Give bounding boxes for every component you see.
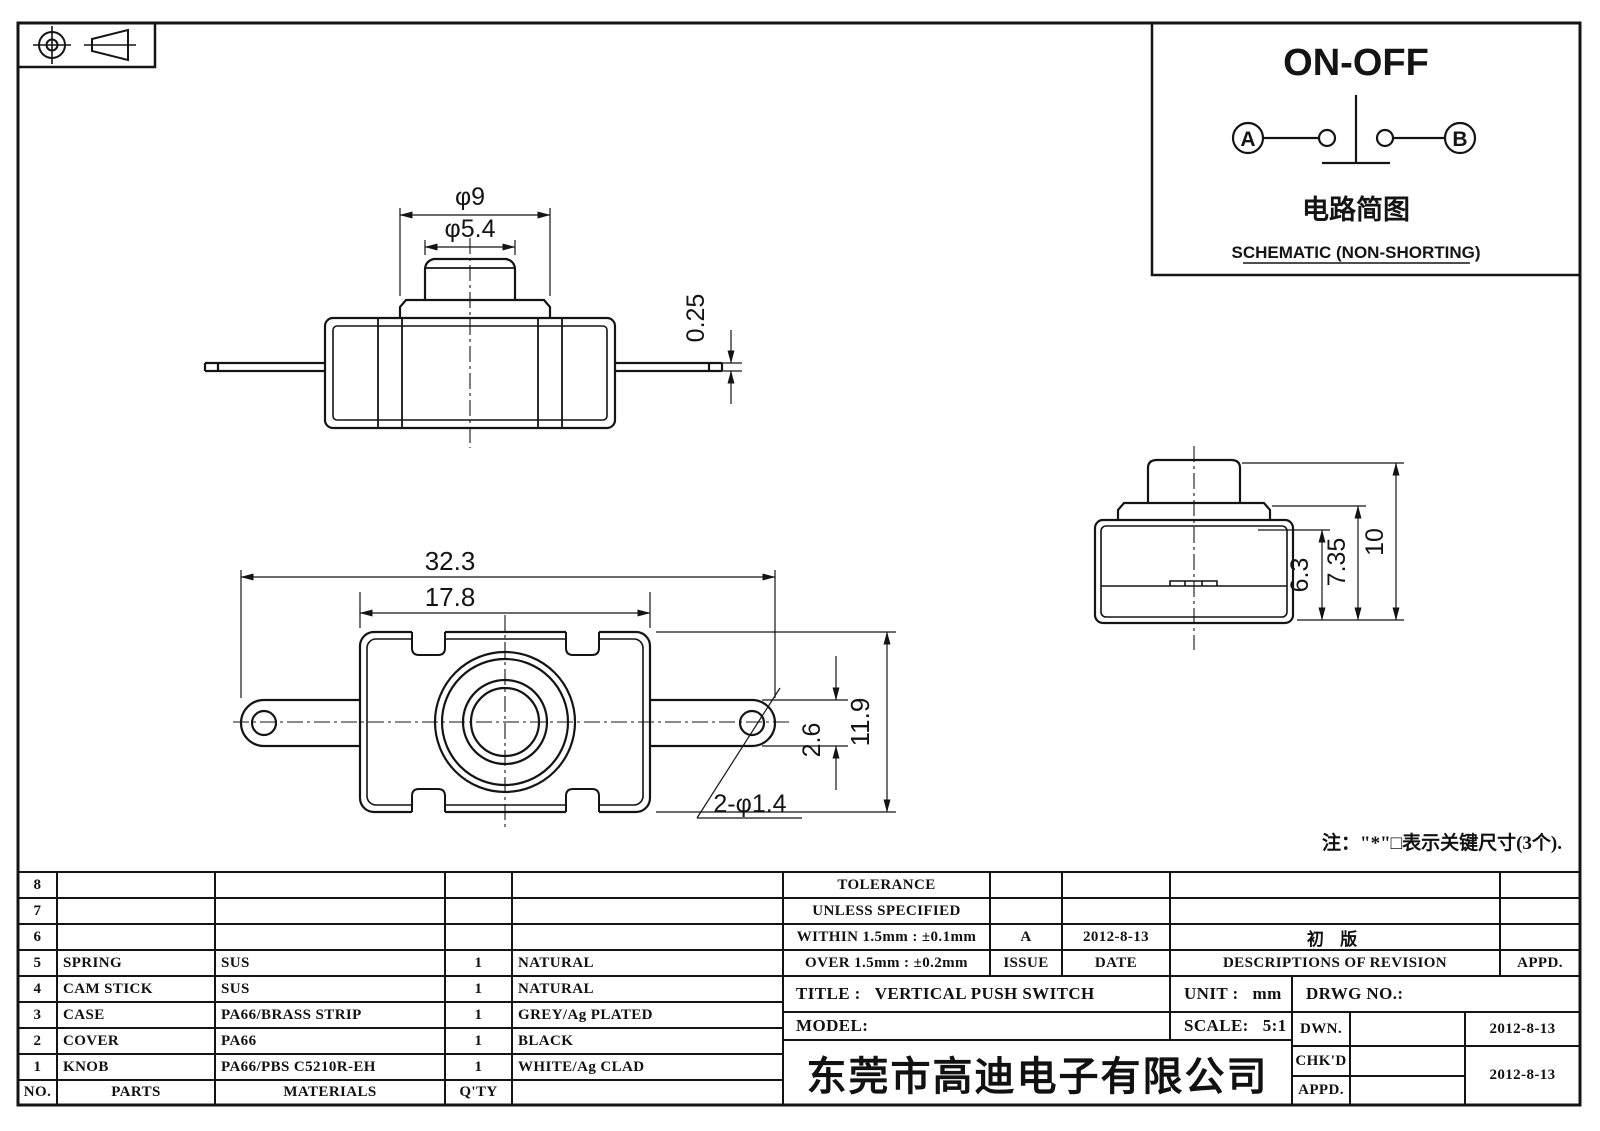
- schematic-panel: ON-OFF A B 电路简图 SCHEMATIC (NON-SHORTING): [1150, 21, 1582, 277]
- key-dimension-note: 注："*"□表示关键尺寸(3个).: [1322, 833, 1562, 854]
- scale-value: 5:1: [1262, 1016, 1287, 1035]
- part-material: SUS: [221, 980, 250, 997]
- front-terminal-left: [203, 361, 325, 373]
- title-block-grid: [18, 871, 1580, 1105]
- side-view: 6.3 7.35 10: [1093, 446, 1404, 650]
- front-terminal-right: [615, 361, 724, 373]
- part-material: SUS: [221, 954, 250, 971]
- part-qty: 1: [474, 954, 483, 971]
- front-dimensions: [399, 208, 742, 404]
- dim-knob-flange-dia: φ9: [455, 183, 485, 211]
- issue-label: ISSUE: [1003, 954, 1049, 971]
- row-no: 5: [33, 954, 42, 971]
- unit-label: UNIT :: [1184, 984, 1239, 1003]
- dim-holes: 2-φ1.4: [713, 790, 786, 818]
- part-material: PA66/BRASS STRIP: [221, 1006, 362, 1023]
- sheet-border: [16, 21, 1582, 1107]
- part-name: CAM STICK: [63, 980, 153, 997]
- row-no: 6: [33, 928, 42, 945]
- part-finish: NATURAL: [518, 954, 594, 971]
- top-terminal-right: [650, 698, 777, 748]
- dim-body-height: 6.3: [1286, 558, 1314, 593]
- part-material: PA66/PBS C5210R-EH: [221, 1058, 376, 1075]
- tolerance-subtitle: UNLESS SPECIFIED: [812, 902, 961, 919]
- part-qty: 1: [474, 1058, 483, 1075]
- header-qty: Q'TY: [459, 1084, 498, 1100]
- top-terminal-left: [239, 698, 360, 748]
- row-no: 3: [33, 1006, 42, 1023]
- row-no: 8: [33, 876, 42, 893]
- part-finish: WHITE/Ag CLAD: [518, 1058, 645, 1075]
- schematic-title: ON-OFF: [1283, 42, 1429, 84]
- dim-body-width: 17.8: [425, 582, 476, 612]
- scale-label: SCALE:: [1184, 1016, 1249, 1035]
- tolerance-over: OVER 1.5mm : ±0.2mm: [805, 954, 968, 971]
- chkd-appd-date: 2012-8-13: [1489, 1067, 1556, 1083]
- model-cell: MODEL:: [796, 1016, 869, 1035]
- top-view: 32.3 17.8 2.6 11.9 2-φ1.4: [233, 546, 896, 828]
- drwg-no-cell: DRWG NO.:: [1306, 984, 1404, 1003]
- side-dimensions: [1242, 462, 1404, 621]
- title-label: TITLE :: [796, 984, 861, 1003]
- part-name: CASE: [63, 1006, 105, 1023]
- part-finish: BLACK: [518, 1032, 574, 1049]
- front-flange: [398, 298, 552, 318]
- top-terminal-right-hole: [738, 709, 766, 737]
- row-no: 7: [33, 902, 42, 919]
- revision-description: 初 版: [1306, 929, 1364, 949]
- projection-symbol-box: [16, 21, 157, 69]
- date-label: DATE: [1094, 954, 1138, 971]
- part-qty: 1: [474, 1032, 483, 1049]
- row-no: 2: [33, 1032, 42, 1049]
- top-dimensions: [240, 570, 896, 819]
- front-view: φ9 φ5.4 0.25: [203, 183, 742, 448]
- dim-terminal-thickness: 0.25: [682, 294, 710, 343]
- dim-knob-dia: φ5.4: [445, 215, 496, 243]
- issue-value: A: [1020, 928, 1032, 945]
- revision-label: DESCRIPTIONS OF REVISION: [1222, 954, 1448, 971]
- dim-body-depth: 11.9: [845, 698, 875, 747]
- row-no: 1: [33, 1058, 42, 1075]
- terminal-b-label: B: [1452, 128, 1467, 151]
- unit-value: mm: [1252, 984, 1282, 1003]
- unit-cell: UNIT : mm: [1178, 976, 1290, 1012]
- part-qty: 1: [474, 1006, 483, 1023]
- part-finish: NATURAL: [518, 980, 594, 997]
- appd-column-label: APPD.: [1517, 954, 1563, 971]
- projection-cone-icon: [84, 28, 136, 62]
- part-name: KNOB: [63, 1058, 109, 1075]
- schematic-caption-cn: 电路简图: [1302, 194, 1410, 225]
- dim-total-height: 10: [1361, 528, 1389, 556]
- dwn-date: 2012-8-13: [1489, 1020, 1556, 1037]
- part-material: PA66: [221, 1032, 257, 1049]
- projection-target-icon: [33, 26, 71, 64]
- switch-symbol: [1231, 95, 1477, 165]
- dim-flange-height: 7.35: [1323, 538, 1351, 587]
- part-finish: GREY/Ag PLATED: [518, 1006, 653, 1023]
- part-name: COVER: [63, 1032, 120, 1049]
- drawing-title: TITLE : VERTICAL PUSH SWITCH: [790, 976, 1165, 1012]
- tolerance-within: WITHIN 1.5mm : ±0.1mm: [796, 928, 977, 945]
- schematic-caption-en: SCHEMATIC (NON-SHORTING): [1232, 243, 1481, 262]
- top-notches: [411, 628, 600, 816]
- company-name: 东莞市高迪电子有限公司: [806, 1054, 1269, 1099]
- dwn-label: DWN.: [1299, 1020, 1342, 1037]
- issue-date: 2012-8-13: [1082, 928, 1150, 945]
- row-no: 4: [33, 980, 42, 997]
- dim-overall-width: 32.3: [425, 546, 476, 576]
- header-parts: PARTS: [111, 1084, 161, 1100]
- top-terminal-left-hole: [250, 709, 278, 737]
- tolerance-title: TOLERANCE: [837, 876, 936, 893]
- title-value: VERTICAL PUSH SWITCH: [874, 984, 1095, 1003]
- scale-cell: SCALE: 5:1: [1178, 1012, 1290, 1040]
- terminal-a-label: A: [1240, 128, 1255, 151]
- chkd-label: CHK'D: [1295, 1052, 1347, 1069]
- dim-terminal-width: 2.6: [798, 723, 826, 758]
- header-no: NO.: [23, 1084, 52, 1100]
- part-name: SPRING: [63, 954, 123, 971]
- part-qty: 1: [474, 980, 483, 997]
- header-materials: MATERIALS: [283, 1084, 377, 1100]
- appd-label: APPD.: [1298, 1082, 1344, 1098]
